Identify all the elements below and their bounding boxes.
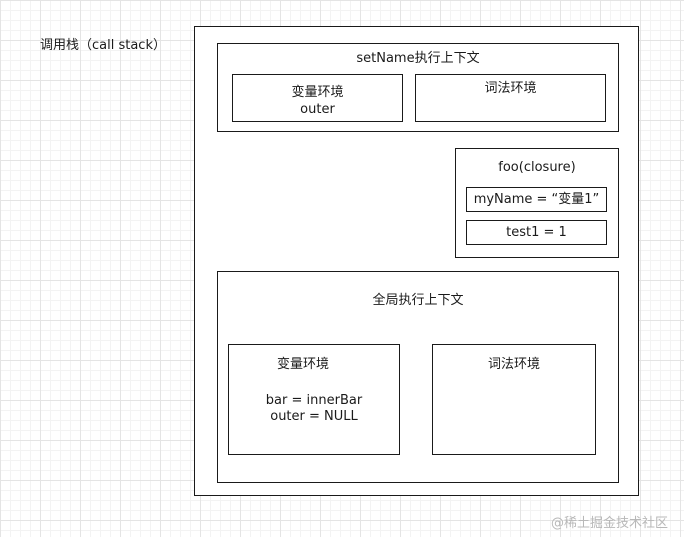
closure-entry: myName = “变量1” — [466, 187, 607, 212]
closure-entry-myname: myName = “变量1” — [473, 192, 600, 207]
setname-context-title: setName执行上下文 — [356, 51, 480, 66]
closure-entry-test1: test1 = 1 — [506, 225, 567, 240]
watermark: @稀土掘金技术社区 — [551, 516, 669, 531]
global-variable-bar: bar = innerBar — [265, 393, 363, 408]
global-context-title: 全局执行上下文 — [372, 293, 464, 308]
global-lexical-env-label: 词法环境 — [487, 357, 540, 372]
global-variable-env-label: 变量环境 — [277, 357, 330, 372]
setname-variable-env-outer: outer — [300, 102, 335, 117]
global-variable-outer: outer = NULL — [270, 409, 358, 424]
closure-entry: test1 = 1 — [466, 220, 607, 245]
foo-closure-title: foo(closure) — [498, 160, 576, 175]
global-variable-environment: 变量环境 bar = innerBar outer = NULL — [228, 344, 400, 455]
global-lexical-environment: 词法环境 — [432, 344, 596, 455]
call-stack-label: 调用栈（call stack） — [40, 38, 166, 53]
setname-lexical-env-label: 词法环境 — [484, 81, 537, 96]
setname-variable-env-label: 变量环境 — [291, 85, 344, 100]
setname-lexical-environment: 词法环境 — [415, 74, 606, 122]
setname-variable-environment: 变量环境 outer — [232, 74, 403, 122]
